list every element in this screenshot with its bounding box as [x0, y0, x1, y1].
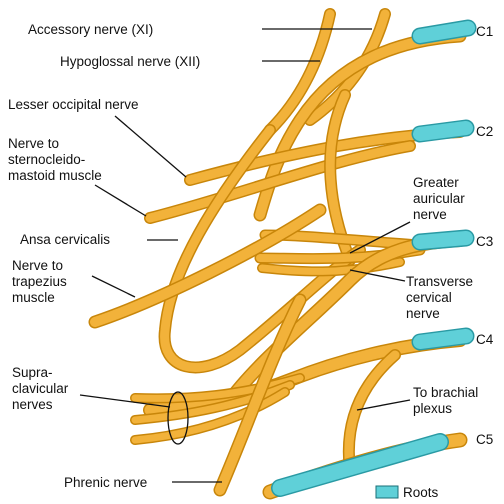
leader-lesser-occipital [115, 116, 186, 177]
label-greater-auricular-line3: nerve [413, 207, 447, 222]
root-label-c5: C5 [476, 432, 493, 447]
label-ansa-cervicalis: Ansa cervicalis [20, 232, 110, 247]
label-transverse-line3: nerve [406, 306, 440, 321]
leader-scm [95, 185, 146, 216]
label-trapezius-line1: Nerve to [12, 258, 63, 273]
leader-trapezius [92, 276, 135, 297]
label-transverse-line2: cervical [406, 290, 452, 305]
root-label-c2: C2 [476, 124, 493, 139]
label-brachial-line1: To brachial [413, 385, 478, 400]
root-label-c1: C1 [476, 24, 493, 39]
label-trapezius-line2: trapezius [12, 274, 67, 289]
root-label-c3: C3 [476, 234, 493, 249]
label-transverse-line1: Transverse [406, 274, 473, 289]
label-greater-auricular-line2: auricular [413, 191, 465, 206]
label-trapezius-line3: muscle [12, 290, 55, 305]
label-supraclavicular-line1: Supra- [12, 365, 53, 380]
label-scm-line2: sternocleido- [8, 152, 85, 167]
legend: Roots [376, 485, 439, 500]
label-scm-line1: Nerve to [8, 136, 59, 151]
root-c5 [280, 442, 440, 488]
label-scm-line3: mastoid muscle [8, 168, 102, 183]
root-c1 [420, 28, 468, 36]
label-accessory-nerve: Accessory nerve (XI) [28, 22, 153, 37]
label-supraclavicular-line3: nerves [12, 397, 53, 412]
legend-swatch [376, 486, 398, 498]
legend-label: Roots [403, 485, 439, 500]
label-hypoglossal-nerve: Hypoglossal nerve (XII) [60, 54, 200, 69]
root-c4 [420, 336, 466, 342]
label-brachial-line2: plexus [413, 401, 452, 416]
label-greater-auricular-line1: Greater [413, 175, 459, 190]
root-c3 [420, 238, 466, 242]
label-supraclavicular-line2: clavicular [12, 381, 69, 396]
nerve-network [95, 14, 460, 492]
root-c2 [420, 128, 466, 134]
label-lesser-occipital-nerve: Lesser occipital nerve [8, 97, 139, 112]
label-phrenic-nerve: Phrenic nerve [64, 475, 147, 490]
root-label-c4: C4 [476, 332, 494, 347]
